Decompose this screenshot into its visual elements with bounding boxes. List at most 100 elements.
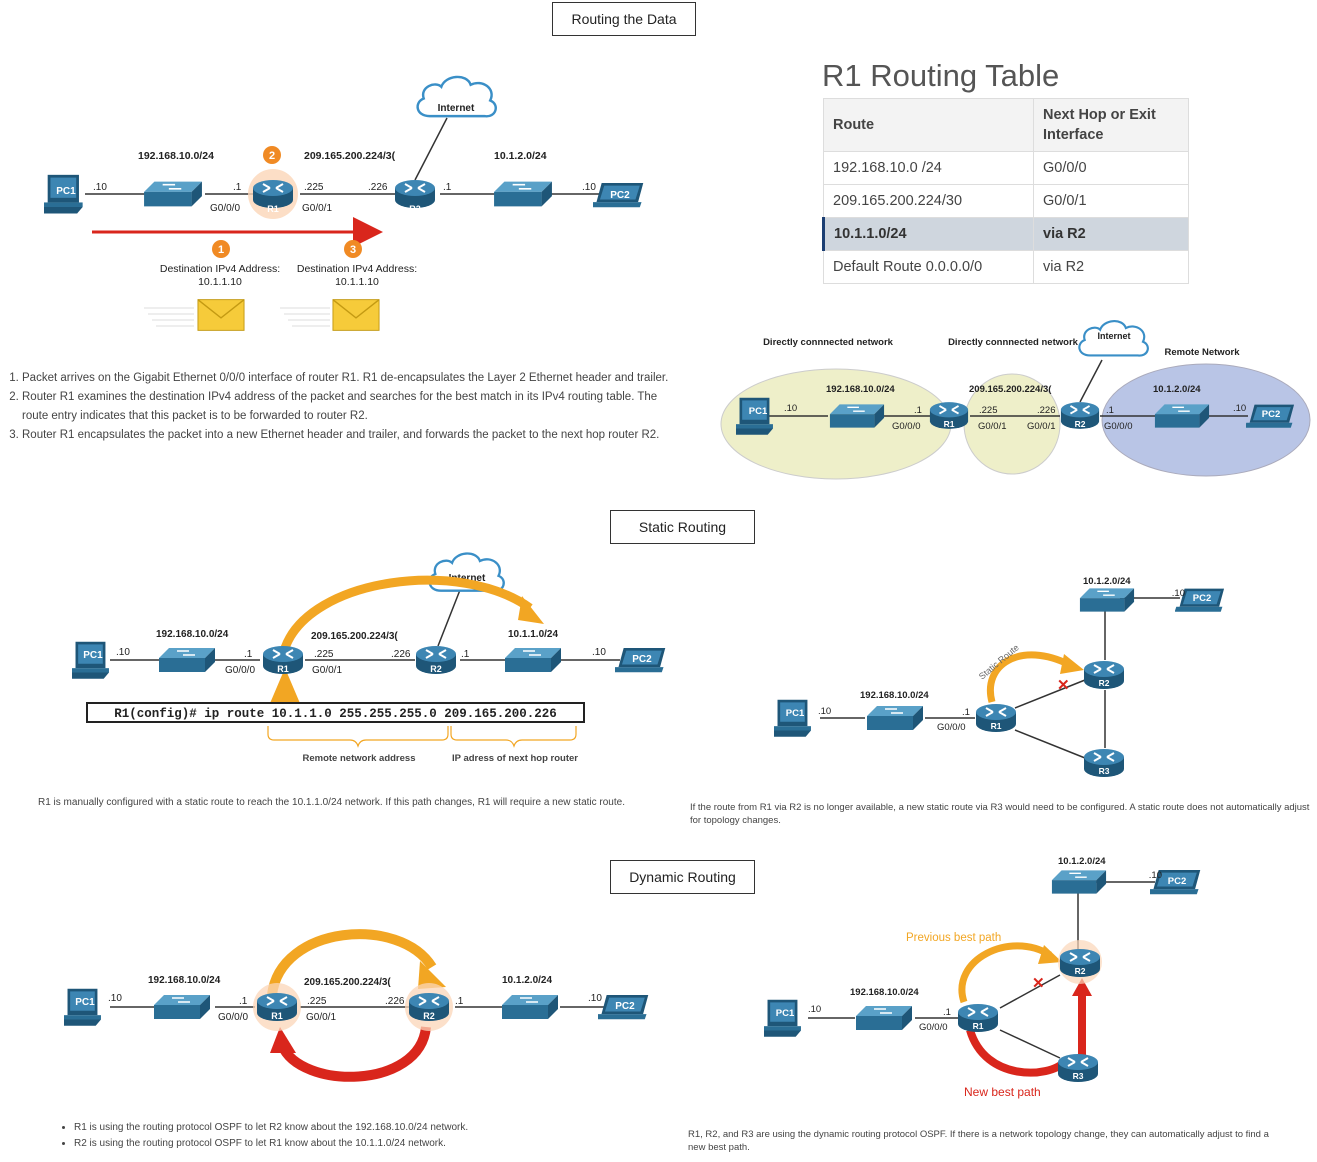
column-header: Next Hop or Exit Interface: [1033, 98, 1189, 152]
routing-table: Route Next Hop or Exit Interface 192.168…: [822, 98, 1189, 284]
switch-icon: [158, 647, 216, 673]
switch-icon: [504, 647, 562, 673]
switch-icon: [493, 180, 553, 208]
pc1-label: PC1: [776, 1008, 795, 1019]
network-label: 209.165.200.224/3(: [304, 977, 391, 988]
host-label: .1: [233, 182, 242, 193]
section-title-dynamic-routing: Dynamic Routing: [610, 860, 755, 894]
internet-label: Internet: [1097, 331, 1130, 341]
table-row: Default Route 0.0.0.0/0 via R2: [823, 250, 1189, 284]
pc1-label: PC1: [749, 406, 768, 417]
annotation-label: Remote network address: [303, 753, 416, 764]
host-label: .10: [582, 182, 596, 193]
destination-label: Destination IPv4 Address:: [160, 263, 280, 275]
pc1-label: PC1: [83, 650, 103, 661]
network-label: 209.165.200.224/3(: [969, 384, 1052, 395]
switch-icon: [1154, 403, 1210, 429]
switch-icon: [501, 994, 559, 1020]
static-route-label: Static Route: [977, 642, 1021, 681]
switch-icon: [855, 1005, 913, 1031]
host-label: .226: [368, 182, 388, 193]
step-number: 2: [269, 150, 275, 162]
interface-label: G0/0/0: [937, 722, 966, 733]
previous-path-arrow: [958, 942, 1052, 1004]
switch-icon: [153, 994, 211, 1020]
static-routing-topology: Internet PC1 R1 R2 PC2 192.168.10.0/24 2…: [72, 552, 666, 764]
r2-label: R2: [1075, 419, 1086, 429]
failed-link-x-icon: ✕: [1032, 975, 1045, 992]
r1-label: R1: [944, 419, 955, 429]
table-row-highlighted: 10.1.1.0/24 via R2: [822, 217, 1189, 251]
connected-remote-topology: Internet PC1 R1 R2 PC2 Directly connnect…: [720, 320, 1311, 480]
interface-label: G0/0/0: [892, 421, 921, 432]
network-label: 10.1.2.0/24: [1153, 384, 1201, 395]
internet-label: Internet: [449, 573, 486, 584]
new-best-path-label: New best path: [964, 1085, 1041, 1099]
switch-icon: [143, 180, 203, 208]
network-label: 192.168.10.0/24: [850, 987, 919, 998]
config-pointer: [268, 668, 302, 708]
table-header-row: Route Next Hop or Exit Interface: [823, 98, 1189, 152]
host-label: .1: [443, 182, 452, 193]
r1-label: R1: [271, 1011, 283, 1021]
switch-icon: [1051, 869, 1107, 895]
destination-address: 10.1.1.10: [198, 276, 242, 288]
previous-best-path-label: Previous best path: [906, 932, 1001, 944]
dynamic-bullet: R2 is using the routing protocol OSPF to…: [74, 1136, 664, 1152]
routing-step: Router R1 encapsulates the packet into a…: [22, 426, 684, 445]
host-label: .10: [784, 403, 797, 414]
host-label: .1: [461, 649, 470, 660]
routing-step: Router R1 examines the destination IPv4 …: [22, 388, 684, 426]
r2-label: R2: [430, 664, 442, 674]
zone-label: Directly connnected network: [763, 337, 894, 348]
route-cell: Default Route 0.0.0.0/0: [823, 250, 1034, 284]
interface-label: G0/0/0: [210, 203, 240, 214]
host-label: .226: [385, 996, 405, 1007]
new-path-arrow: [966, 1028, 1068, 1077]
network-label: 209.165.200.224/3(: [304, 150, 396, 162]
step-badge: [212, 240, 230, 258]
host-label: .10: [1233, 403, 1246, 414]
interface-label: G0/0/0: [919, 1022, 948, 1033]
r2-label: R2: [409, 204, 421, 214]
host-label: .10: [116, 647, 130, 658]
routing-steps-list: Packet arrives on the Gigabit Ethernet 0…: [4, 369, 684, 445]
step-badge: [263, 146, 281, 164]
pc2-label: PC2: [632, 654, 652, 665]
host-label: .10: [592, 647, 606, 658]
packet-envelope-icon: [280, 298, 380, 332]
interface-label: G0/0/1: [1027, 421, 1056, 432]
cli-command-box: [86, 702, 585, 723]
host-label: .1: [239, 996, 248, 1007]
host-label: .10: [1172, 588, 1185, 599]
host-label: .10: [108, 993, 122, 1004]
network-label: 192.168.10.0/24: [138, 150, 214, 162]
table-row: 192.168.10.0 /24 G0/0/0: [823, 151, 1189, 185]
r2-label: R2: [1075, 966, 1086, 976]
step-number: 3: [350, 244, 356, 256]
interface-label: G0/0/1: [312, 665, 342, 676]
dynamic-reroute-topology: ✕ PC2 R2 R3 R1 PC1 10.1.2.0/24 192.168.1…: [764, 856, 1201, 1099]
routing-table-title: R1 Routing Table: [822, 58, 1060, 93]
network-label: 192.168.10.0/24: [156, 629, 229, 640]
static-reroute-topology: Static Route ✕ PC2 R2 R3 R1 PC1 10.1.2.0…: [774, 576, 1225, 778]
host-label: .10: [1149, 870, 1162, 881]
network-label: 10.1.2.0/24: [1058, 856, 1106, 867]
pc2-label: PC2: [1168, 876, 1186, 887]
interface-label: G0/0/1: [978, 421, 1007, 432]
column-header: Route: [823, 98, 1034, 152]
next-hop-cell: G0/0/1: [1033, 184, 1189, 218]
routing-data-topology: Internet PC1 R1 R2 PC2 192.168.10.0/24 2…: [44, 75, 644, 332]
section-title-static-routing: Static Routing: [610, 510, 755, 544]
r2-label: R2: [1099, 678, 1110, 688]
switch-icon: [829, 403, 885, 429]
r1-label: R1: [277, 664, 289, 674]
static-right-caption: If the route from R1 via R2 is no longer…: [690, 802, 1310, 826]
r2-label: R2: [423, 1011, 435, 1021]
step-badge: [344, 240, 362, 258]
section-title-routing-data: Routing the Data: [552, 2, 696, 36]
network-label: 192.168.10.0/24: [148, 975, 221, 986]
pc1-label: PC1: [75, 997, 95, 1008]
annotation-label: IP adress of next hop router: [452, 753, 578, 764]
pc2-label: PC2: [1193, 593, 1211, 604]
